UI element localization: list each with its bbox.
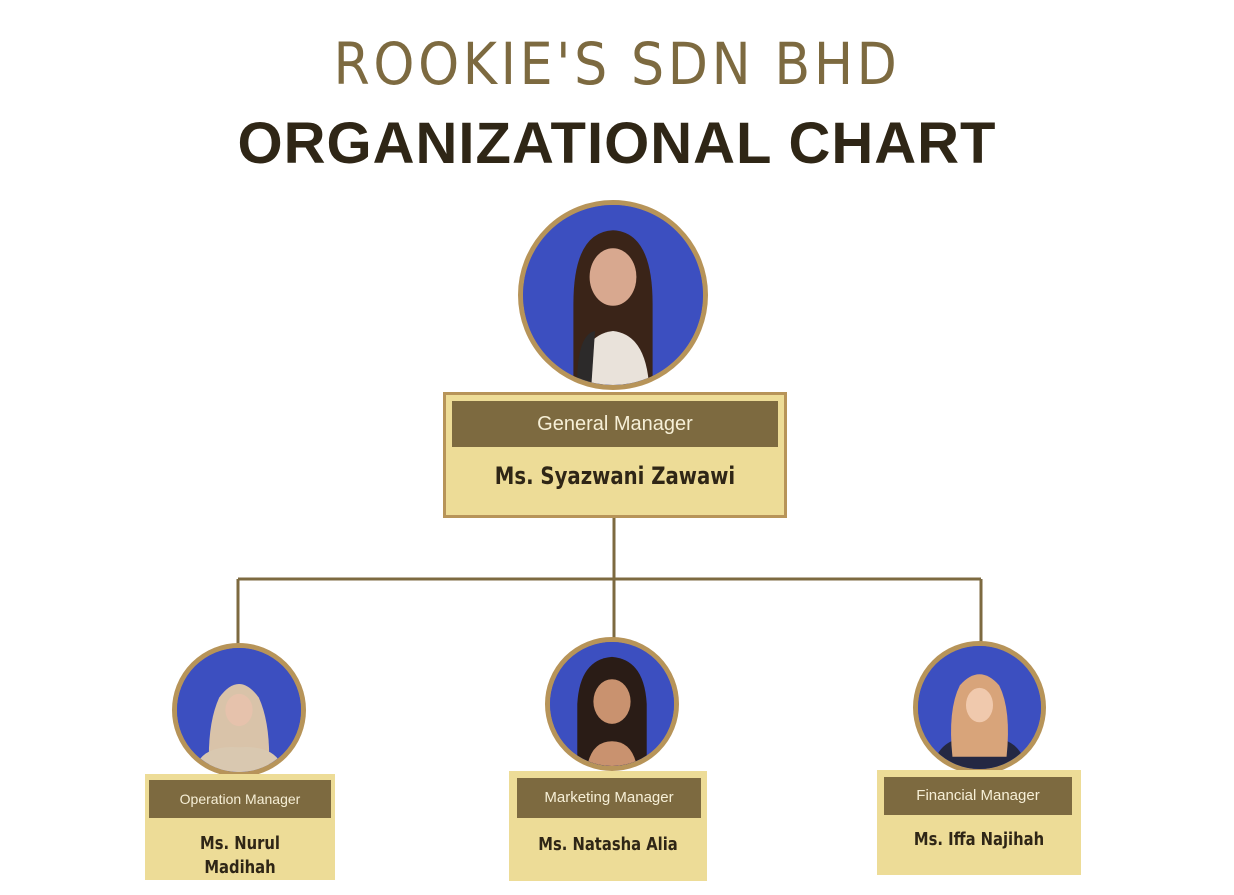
marketing-manager-name: Ms. Natasha Alia: [538, 834, 678, 855]
portrait-photo-icon: [177, 648, 301, 772]
general-manager-photo: [518, 200, 708, 390]
marketing-manager-card: Marketing Manager Ms. Natasha Alia: [509, 771, 707, 881]
marketing-manager-photo: [545, 637, 679, 771]
portrait-photo-icon: [550, 642, 674, 766]
operation-manager-name: Ms. Nurul Madihah: [200, 833, 280, 878]
general-manager-card: General Manager Ms. Syazwani Zawawi: [443, 392, 787, 518]
operation-manager-card: Operation Manager Ms. Nurul Madihah: [145, 774, 335, 880]
company-name: ROOKIE'S SDN BHD: [333, 30, 901, 98]
financial-manager-role: Financial Manager: [884, 777, 1072, 815]
portrait-photo-icon: [918, 646, 1041, 769]
chart-title: ORGANIZATIONAL CHART: [237, 111, 997, 176]
financial-manager-name: Ms. Iffa Najihah: [913, 829, 1045, 850]
general-manager-name: Ms. Syazwani Zawawi: [494, 462, 736, 490]
financial-manager-card: Financial Manager Ms. Iffa Najihah: [877, 770, 1081, 875]
financial-manager-photo: [913, 641, 1046, 774]
operation-manager-role: Operation Manager: [149, 780, 331, 818]
operation-manager-photo: [172, 643, 306, 777]
general-manager-role: General Manager: [452, 401, 778, 447]
portrait-photo-icon: [523, 205, 703, 385]
marketing-manager-role: Marketing Manager: [517, 778, 701, 818]
